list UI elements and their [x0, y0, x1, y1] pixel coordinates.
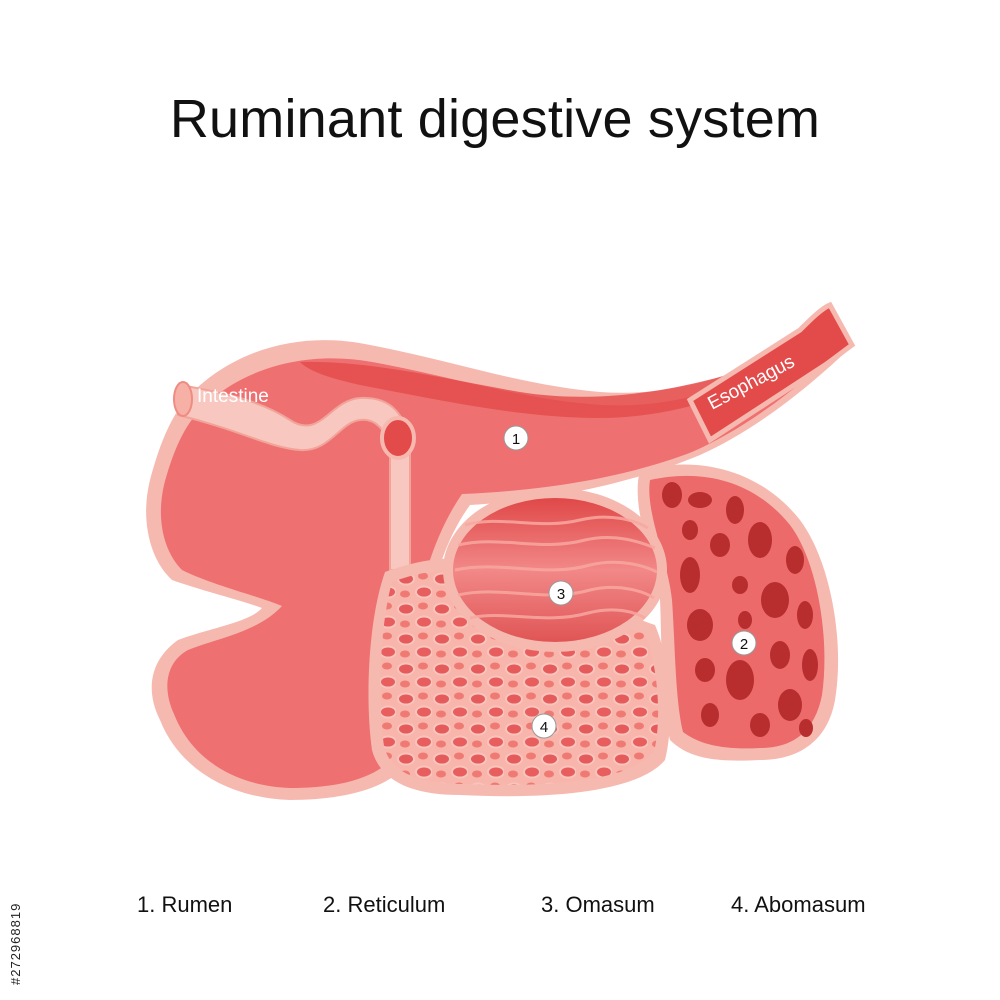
esophagus-tube: [686, 301, 856, 444]
rumen-inner: [160, 343, 833, 788]
reticulum-inner: [649, 475, 825, 749]
marker-abomasum-number: 4: [540, 719, 548, 736]
legend-omasum: 3. Omasum: [541, 892, 655, 917]
reticulum: [637, 464, 839, 761]
page-title: Ruminant digestive system: [169, 89, 821, 149]
intestine-junction: [380, 416, 416, 460]
omasum: [443, 488, 667, 652]
reticulum-cells: [662, 482, 818, 737]
legend-reticulum: 2. Reticulum: [323, 892, 446, 917]
stock-image-id: #272968819: [8, 902, 23, 985]
marker-rumen-number: 1: [512, 431, 520, 448]
marker-reticulum: 2: [731, 630, 757, 656]
legend-abomasum: 4. Abomasum: [731, 892, 866, 917]
marker-omasum: 3: [548, 580, 574, 606]
intestine-label: Intestine: [197, 386, 269, 407]
intestine-opening: [173, 381, 193, 417]
marker-abomasum: 4: [531, 713, 557, 739]
marker-rumen: 1: [503, 425, 529, 451]
legend-rumen: 1. Rumen: [137, 892, 233, 917]
marker-reticulum-number: 2: [740, 636, 748, 653]
marker-omasum-number: 3: [557, 586, 565, 603]
omasum-folds: [454, 515, 658, 620]
esophagus: Esophagus: [686, 301, 856, 444]
